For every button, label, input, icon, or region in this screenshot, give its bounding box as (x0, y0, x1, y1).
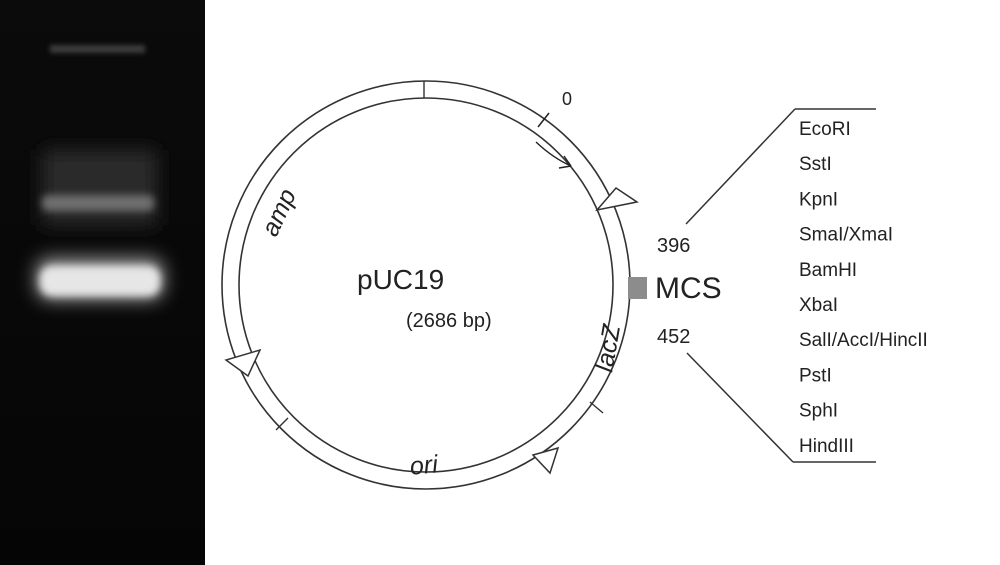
origin-tick (537, 112, 550, 128)
gel-well (50, 45, 145, 53)
plasmid-size: (2686 bp) (406, 310, 492, 332)
restriction-site: BamHI (799, 260, 857, 281)
restriction-site: PstI (799, 365, 832, 386)
plasmid-name: pUC19 (357, 264, 444, 295)
gel-smear (42, 150, 157, 225)
restriction-site: SalI/AccI/HincII (799, 330, 928, 351)
restriction-site: SstI (799, 154, 832, 175)
ori-arrowhead (531, 446, 560, 475)
restriction-site: SmaI/XmaI (799, 225, 893, 246)
callout-line-bottom (686, 352, 794, 463)
direction-arrow (535, 141, 572, 167)
restriction-site: EcoRI (799, 119, 851, 140)
plasmid-inner-ring (238, 97, 614, 473)
callout-line-top (685, 108, 796, 225)
restriction-site: SphI (799, 401, 838, 422)
amp-arrowhead (224, 348, 262, 378)
restriction-site-list: EcoRI SstI KpnI SmaI/XmaI BamHI XbaI SalI/AccI… (799, 119, 928, 457)
ring-divider (275, 417, 289, 431)
direction-arrow-head (558, 155, 572, 169)
mcs-label: MCS (655, 272, 722, 305)
gel-band-upper (42, 195, 154, 211)
gel-image (0, 0, 205, 565)
lacz-arrowhead (595, 187, 639, 212)
gel-band-main (40, 266, 160, 296)
lacz-label: lacZ (590, 322, 626, 374)
restriction-site: HindIII (799, 436, 854, 457)
mcs-block (628, 277, 647, 299)
mcs-end-position: 452 (657, 326, 690, 348)
mcs-callout: 396 MCS 452 EcoRI SstI KpnI SmaI/XmaI BamHI X… (655, 108, 928, 463)
mcs-start-position: 396 (657, 235, 690, 257)
ring-divider (589, 401, 604, 414)
plasmid-map: 0 amp ori lacZ pUC19 (2686 bp) (221, 80, 647, 490)
ori-label: ori (409, 450, 441, 480)
origin-marker: 0 (562, 89, 572, 109)
restriction-site: KpnI (799, 189, 838, 210)
restriction-site: XbaI (799, 295, 838, 316)
